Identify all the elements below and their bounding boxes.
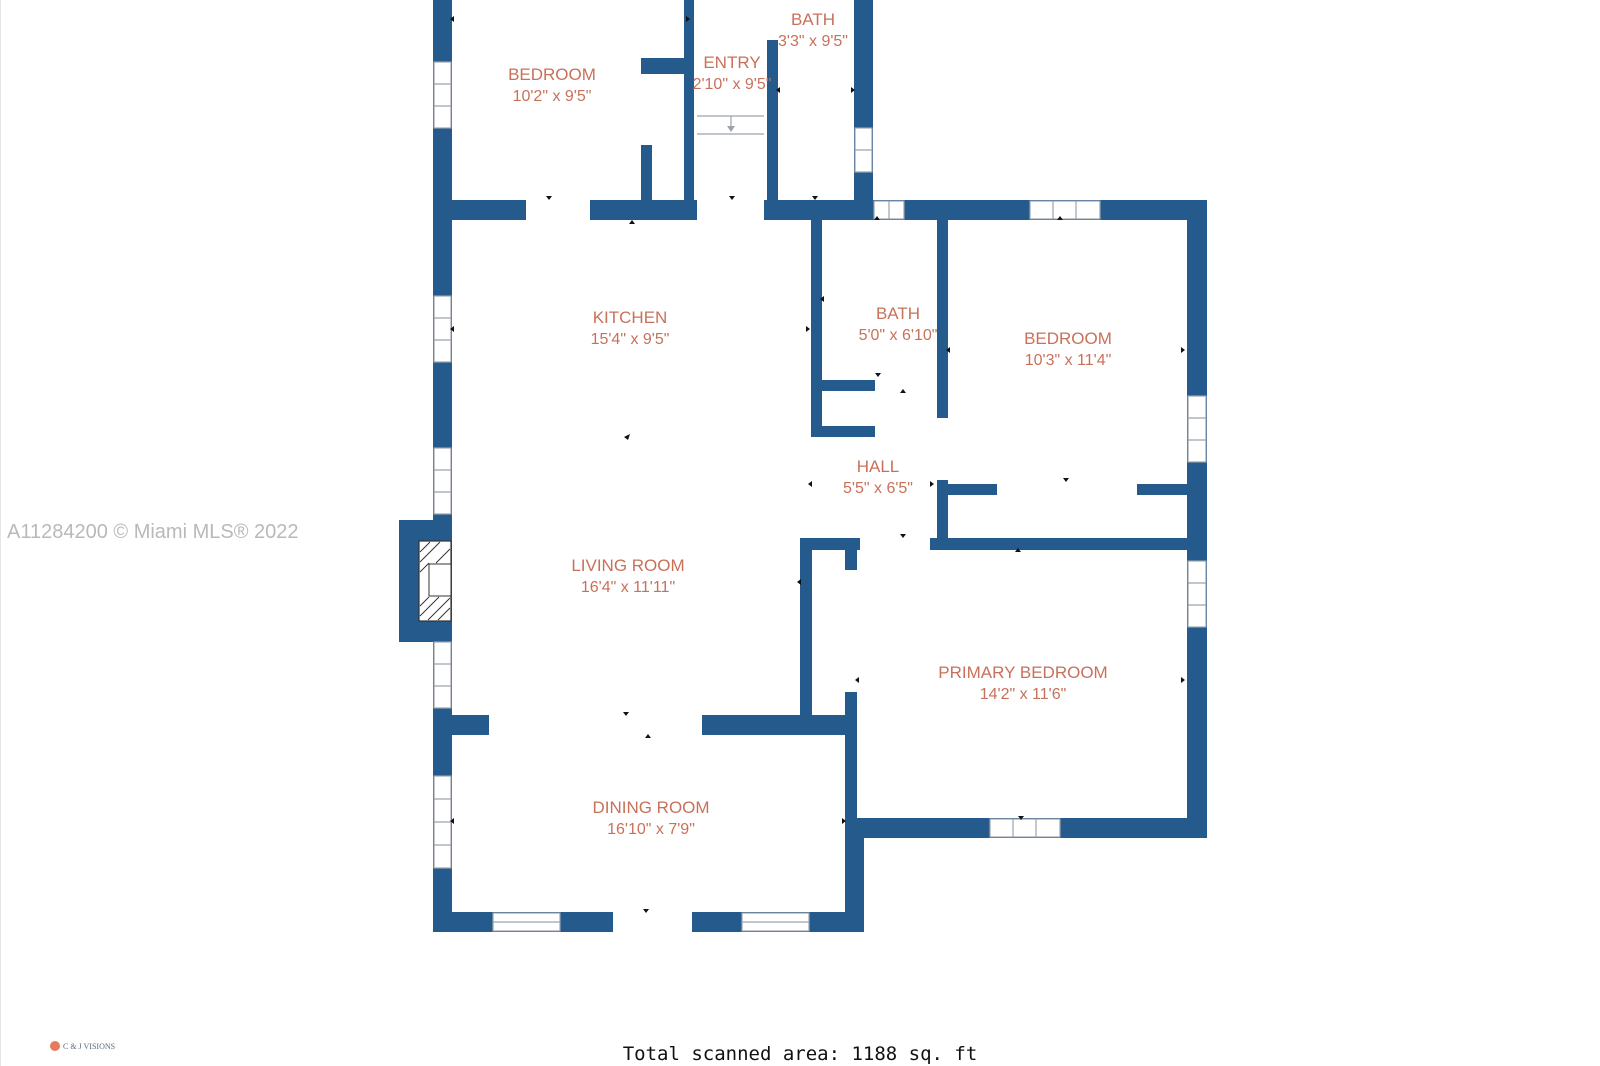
bedroom-right-closet-door — [997, 482, 1137, 498]
window-living-1 — [433, 447, 452, 515]
closet-west-wall — [641, 145, 652, 210]
total-area: Total scanned area: 1188 sq. ft — [622, 1043, 978, 1065]
room-hall-name: HALL — [857, 457, 900, 476]
closet-door — [652, 76, 680, 145]
room-kitchen-dim: 15'4" x 9'5" — [591, 331, 670, 348]
hall-closet-wall — [811, 426, 875, 437]
living-east-nib — [800, 538, 860, 550]
fireplace-icon — [418, 540, 452, 622]
brand-logo-text: C & J VISIONS — [63, 1041, 116, 1051]
living-east-wall — [800, 538, 812, 728]
bedroom-right-door — [935, 418, 950, 480]
window-bedroom-right-east — [1187, 395, 1207, 463]
room-kitchen-name: KITCHEN — [593, 308, 668, 327]
room-bath-mid-dim: 5'0" x 6'10" — [859, 327, 938, 344]
room-dining-room-name: DINING ROOM — [592, 798, 709, 817]
room-entry-dim: 2'10" x 9'5" — [693, 76, 772, 93]
window-bedroom-top — [433, 61, 452, 129]
measurement-ticks — [450, 16, 1185, 913]
brand-dot-icon — [50, 1041, 60, 1051]
brand-logo: C & J VISIONS — [50, 1041, 115, 1051]
entry-west-wall — [684, 0, 694, 210]
room-dining-room-dim: 16'10" x 7'9" — [607, 821, 695, 838]
room-primary-bedroom-dim: 14'2" x 11'6" — [980, 686, 1067, 703]
room-bath-top-name: BATH — [791, 10, 835, 29]
openings — [489, 76, 1137, 934]
primary-north-wall — [930, 538, 1207, 550]
room-living-room-dim: 16'4" x 11'11" — [581, 579, 675, 596]
bath-top-east-wall — [854, 0, 873, 210]
room-bedroom-right-name: BEDROOM — [1024, 329, 1112, 348]
entry-step-icon — [697, 115, 764, 135]
east-wall — [1187, 200, 1207, 838]
walls — [399, 0, 1207, 932]
room-bath-top-dim: 3'3" x 9'5" — [778, 33, 848, 50]
dining-exterior-door — [613, 910, 692, 934]
entry-door — [697, 198, 764, 222]
room-living-room-name: LIVING ROOM — [571, 556, 684, 575]
room-labels: BEDROOM 10'2" x 9'5" ENTRY 2'10" x 9'5" … — [508, 10, 1112, 838]
room-bedroom-top-dim: 10'2" x 9'5" — [513, 88, 592, 105]
primary-closet-door — [843, 570, 859, 692]
window-kitchen — [433, 295, 452, 363]
room-entry-name: ENTRY — [703, 53, 760, 72]
window-bedroom-right-north — [1029, 200, 1101, 220]
bath-mid-south-wall — [811, 380, 875, 391]
room-bedroom-top-name: BEDROOM — [508, 65, 596, 84]
primary-door-gap — [862, 536, 930, 552]
room-primary-bedroom-name: PRIMARY BEDROOM — [938, 663, 1107, 682]
window-living-2 — [433, 641, 452, 709]
hall-passage — [875, 392, 935, 424]
hall-east-wall — [937, 480, 948, 546]
mls-watermark: A11284200 © Miami MLS® 2022 — [7, 521, 299, 543]
window-primary-south — [989, 818, 1061, 838]
dining-east-wall — [845, 820, 864, 932]
room-bath-mid-name: BATH — [876, 304, 920, 323]
page-edge — [0, 0, 1, 1066]
closet-top-wall — [641, 58, 688, 74]
window-primary-east — [1187, 560, 1207, 628]
bath-mid-east-wall — [937, 212, 948, 418]
entry-east-wall — [767, 40, 778, 210]
windows — [433, 61, 1207, 932]
living-dining-opening — [489, 713, 702, 737]
bath-mid-west-wall — [811, 212, 822, 436]
room-hall-dim: 5'5" x 6'5" — [843, 480, 913, 497]
primary-door-jamb — [845, 550, 857, 570]
bedroom-top-door — [526, 198, 590, 222]
room-bedroom-right-dim: 10'3" x 11'4" — [1025, 352, 1112, 369]
